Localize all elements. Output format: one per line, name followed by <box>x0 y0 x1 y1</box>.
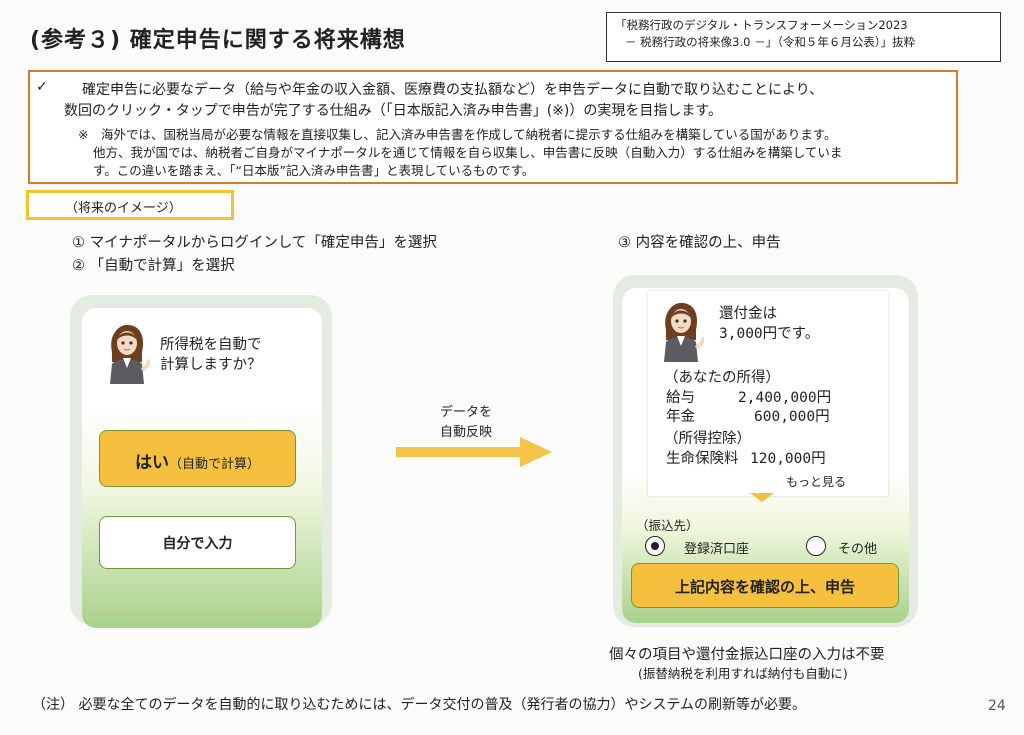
check-mark-icon: ✓ <box>36 79 48 95</box>
step-3: ③ 内容を確認の上、申告 <box>618 235 781 251</box>
transfer-heading: （振込先） <box>636 518 699 533</box>
life-insurance-label: 生命保険料 <box>666 451 739 467</box>
radio-registered-account[interactable] <box>645 536 665 556</box>
caption-line-1: 個々の項目や還付金振込口座の入力は不要 <box>609 647 885 663</box>
see-more-link[interactable]: もっと見る <box>786 475 847 489</box>
tax-assistant-avatar-icon <box>110 324 150 384</box>
option-registered-label: 登録済口座 <box>684 542 750 557</box>
auto-reflect-label: データを 自動反映 <box>440 403 492 443</box>
yes-button-label: はい <box>134 453 169 473</box>
right-arrow-icon <box>396 437 552 467</box>
source-citation-box: 「税務行政のデジタル・トランスフォーメーション2023 － 税務行政の将来像3.… <box>606 12 1001 62</box>
salary-value: 2,400,000円 <box>738 390 832 406</box>
yes-auto-calc-button[interactable]: はい（自動で計算） <box>99 430 296 487</box>
yes-button-sublabel: （自動で計算） <box>168 457 260 472</box>
source-line-1: 「税務行政のデジタル・トランスフォーメーション2023 <box>615 18 908 32</box>
summary-box <box>28 70 958 184</box>
summary-note-line-3: す。この違いを踏まえ、「“日本版”記入済み申告書」と表現しているものです。 <box>93 163 535 178</box>
confirm-and-file-button[interactable]: 上記内容を確認の上、申告 <box>631 563 899 608</box>
source-line-2: － 税務行政の将来像3.0 －」（令和５年６月公表）」抜粋 <box>625 35 916 49</box>
deduction-heading: （所得控除） <box>664 431 751 447</box>
card-pointer-triangle <box>750 493 774 502</box>
radio-selected-dot <box>651 542 659 550</box>
left-question-line-1: 所得税を自動で <box>160 337 262 353</box>
footnote: （注） 必要な全てのデータを自動的に取り込むためには、データ交付の普及（発行者の… <box>32 697 807 713</box>
summary-line-2: 数回のクリック・タップで申告が完了する仕組み（「日本版記入済み申告書」(※)）の… <box>64 103 722 119</box>
life-insurance-value: 120,000円 <box>750 451 826 467</box>
salary-label: 給与 <box>666 390 695 406</box>
page-title: (参考３) 確定申告に関する将来構想 <box>30 28 406 53</box>
arrow-label-line-1: データを <box>440 405 493 420</box>
refund-line-2: 3,000円です。 <box>719 326 820 342</box>
tax-assistant-avatar-icon <box>664 302 704 362</box>
caption-line-2: (振替納税を利用すれば納付も自動に) <box>638 666 848 681</box>
manual-input-button[interactable]: 自分で入力 <box>99 516 296 569</box>
step-1: ① マイナポータルからログインして「確定申告」を選択 <box>72 235 437 251</box>
step-2: ② 「自動で計算」を選択 <box>72 258 235 274</box>
summary-note-line-2: 他方、我が国では、納税者ご自身がマイナポータルを通じて情報を自ら収集し、申告書に… <box>93 145 843 160</box>
left-question-line-2: 計算しますか？ <box>160 357 262 373</box>
refund-line-1: 還付金は <box>719 306 777 322</box>
pension-value: 600,000円 <box>754 409 830 425</box>
radio-other[interactable] <box>806 536 826 556</box>
page-number: 24 <box>988 698 1006 714</box>
income-heading: （あなたの所得） <box>664 370 780 386</box>
option-other-label: その他 <box>838 542 878 557</box>
future-image-label: （将来のイメージ） <box>26 190 234 220</box>
summary-note-line-1: ※ 海外では、国税当局が必要な情報を直接収集し、記入済み申告書を作成して納税者に… <box>78 127 837 142</box>
arrow-label-line-2: 自動反映 <box>440 425 493 440</box>
pension-label: 年金 <box>666 409 695 425</box>
summary-line-1: 確定申告に必要なデータ（給与や年金の収入金額、医療費の支払額など）を申告データに… <box>82 82 824 98</box>
